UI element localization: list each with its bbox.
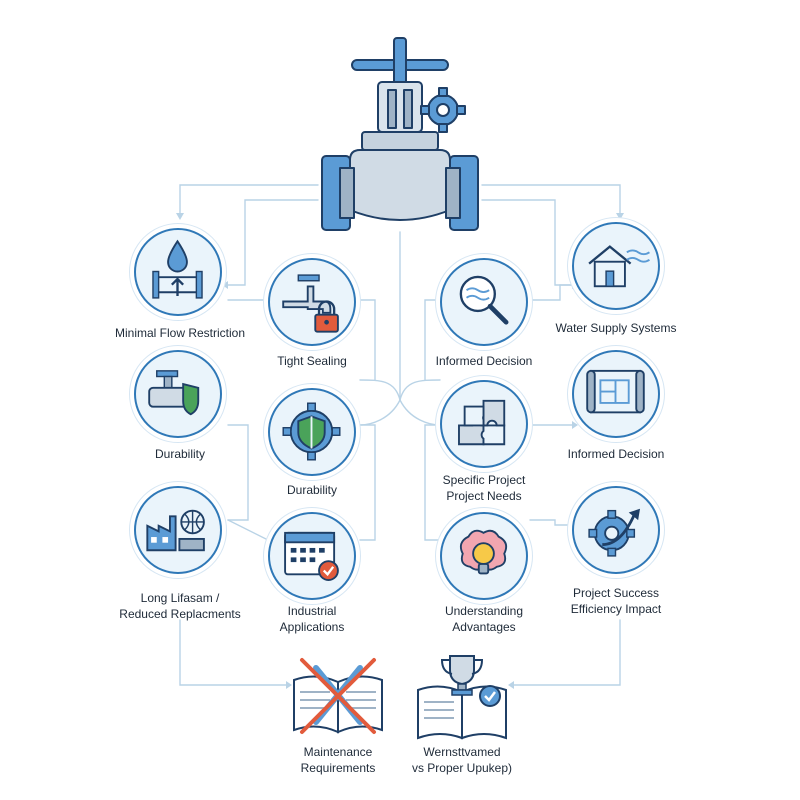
specific-project-node [440, 380, 528, 468]
minimal-flow-label: Minimal Flow Restriction [114, 326, 246, 340]
project-success-node [572, 486, 660, 574]
informed-decision-right-label: Informed Decision [567, 447, 665, 461]
project-success-label: Project Success Efficiency Impact [570, 586, 662, 616]
upkeep-label: Wernsttvamed vs Proper Upukep) [411, 745, 513, 775]
informed-decision-right-node [572, 350, 660, 438]
durability-left-label: Durability [154, 447, 205, 461]
crossed-wrench-book-icon [293, 658, 383, 734]
industrial-apps-label: Industrial Applications [279, 604, 345, 634]
factory-globe-icon [146, 509, 205, 552]
trophy-book-icon [417, 655, 507, 740]
water-supply-label: Water Supply Systems [555, 321, 677, 335]
water-supply-node [572, 222, 660, 310]
puzzle-icon [458, 399, 506, 446]
tight-sealing-label: Tight Sealing [277, 354, 347, 368]
industrial-apps-node [268, 512, 356, 600]
specific-project-label: Specific Project Project Needs [442, 473, 526, 503]
house-water-icon [588, 245, 650, 288]
valve-shield-icon [148, 370, 200, 416]
maintenance-book [293, 658, 383, 734]
maintenance-label: Maintenance Requirements [300, 745, 376, 775]
brain-bulb-icon [459, 529, 508, 575]
durability-center-node [268, 388, 356, 476]
gear-shield-icon [282, 402, 341, 461]
informed-decision-center-label: Informed Decision [435, 354, 533, 368]
calendar-check-icon [284, 531, 339, 581]
understanding-label: Understanding Advantages [444, 604, 524, 634]
long-lifespan-label: Long Lifasam / Reduced Replacments [119, 591, 241, 621]
gear-arrow-icon [588, 508, 641, 557]
tight-sealing-node [268, 258, 356, 346]
gate-valve-illustration [321, 37, 479, 231]
long-lifespan-node [134, 486, 222, 574]
understanding-node [440, 512, 528, 600]
water-drop-pipe-icon [152, 239, 203, 299]
minimal-flow-node [134, 228, 222, 316]
blueprint-icon [586, 369, 645, 414]
magnifier-water-icon [459, 275, 509, 325]
durability-center-label: Durability [286, 483, 337, 497]
durability-left-node [134, 350, 222, 438]
faucet-lock-icon [282, 274, 339, 333]
informed-decision-center-node [440, 258, 528, 346]
upkeep-book [417, 655, 507, 740]
